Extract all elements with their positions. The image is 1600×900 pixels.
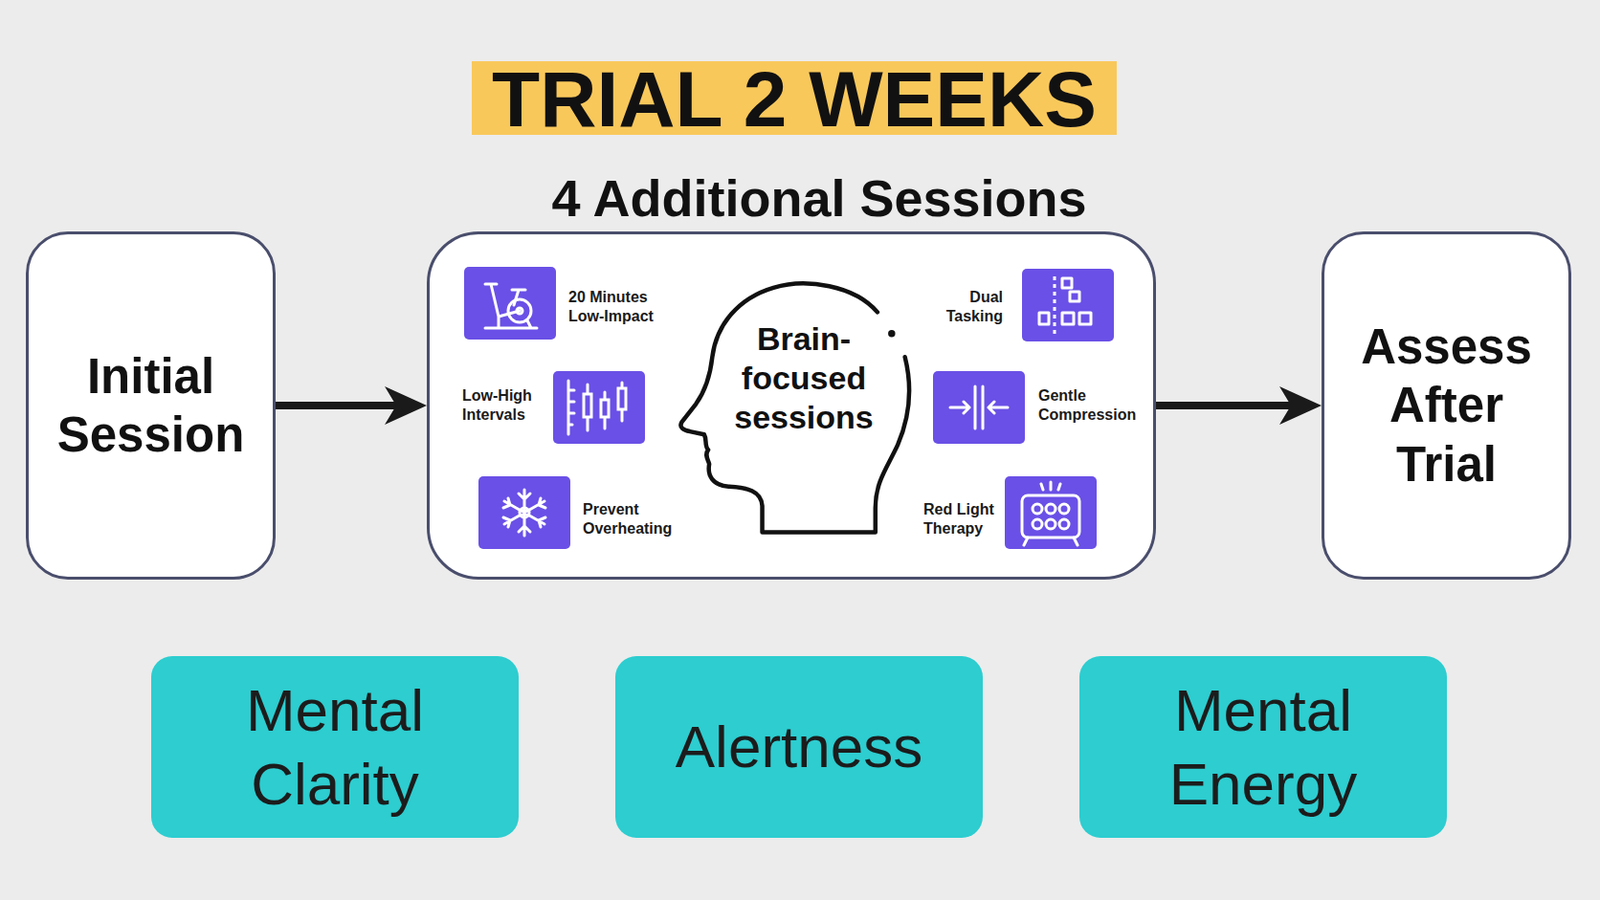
node-text: Mental Clarity [181, 673, 489, 823]
head-outline-path [680, 283, 910, 533]
outcome-box: Mental Clarity [151, 656, 519, 839]
icon-label: Prevent Overheating [582, 500, 690, 539]
head-outline: Brain- focused sessions [675, 275, 911, 539]
head-outline-dot [888, 330, 895, 337]
session-group-box: 4 Additional SessionsBrain- focused sess… [426, 231, 1156, 580]
node-text: Brain- focused sessions [727, 319, 881, 438]
arrow-connector [275, 401, 408, 410]
node-text: Mental Energy [1110, 673, 1417, 823]
outcome-box: Alertness [615, 656, 983, 839]
icon-label: Dual Tasking [935, 288, 1003, 327]
outcome-box: Mental Energy [1079, 656, 1447, 839]
arrow-connector [1155, 401, 1303, 410]
process-box: Assess After Trial [1321, 231, 1572, 580]
title-text: TRIAL 2 WEEKS [471, 61, 1117, 135]
icon-label: Red Light Therapy [923, 500, 1031, 539]
icon-label: 20 Minutes Low-Impact [568, 288, 676, 327]
group-heading: 4 Additional Sessions [551, 167, 1087, 229]
icon-label: Gentle Compression [1038, 386, 1146, 425]
node-text: Initial Session [52, 347, 249, 465]
icon-label: Low-High Intervals [462, 386, 570, 425]
process-box: Initial Session [25, 231, 276, 580]
node-text: Assess After Trial [1348, 317, 1545, 494]
node-text: Alertness [675, 710, 923, 785]
